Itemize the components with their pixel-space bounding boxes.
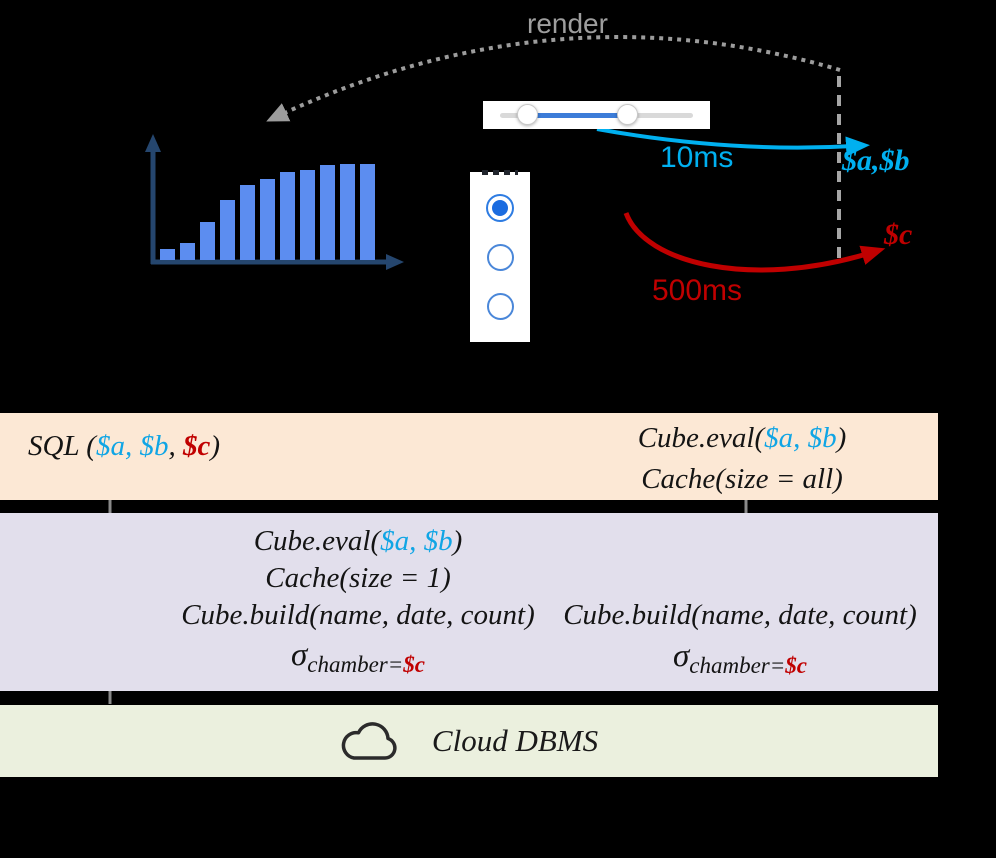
slider-handle-2[interactable] [616,104,638,125]
histogram-bar [260,179,275,260]
eval-params: $a, $b [380,525,453,557]
radio-option-2[interactable] [486,244,514,271]
param-c: $c [785,653,807,678]
param-c: $c [182,430,211,462]
clipped-text-fragment [482,170,518,175]
dbms-label: Cloud DBMS [431,723,599,758]
slider-handle-1[interactable] [516,104,538,125]
cube-eval-call: Cube.eval($a, $b) [637,422,847,454]
sigma-subscript: chamber= [307,652,404,677]
histogram-bar [280,172,295,260]
sql-text: SQL ( [28,430,96,462]
mw-cube-eval-call: Cube.eval($a, $b) [253,525,463,557]
histogram-bar [220,200,235,260]
slow-arrow [623,212,886,273]
slow-latency-label: 500ms [652,274,743,307]
radio-option-3[interactable] [486,293,514,320]
cache-all-call: Cache(size = all) [641,463,843,495]
render-label: render [527,8,608,39]
sigma-subscript: chamber= [689,653,786,678]
cube-build-call-left: Cube.build(name, date, count) [181,599,535,631]
sigma-symbol: σ [673,638,690,674]
eval-params: $a, $b [764,422,837,454]
interface-layer: SQL ($a, $b, $c) Cube.eval($a, $b) Cache… [0,413,938,500]
histogram-bar [320,165,335,260]
histogram-bar [240,185,255,260]
sql-query: SQL ($a, $b, $c) [28,430,221,462]
selection-sigma-left: σchamber=$c [158,637,558,677]
cube-build-call-right: Cube.build(name, date, count) [563,599,917,631]
fast-latency-label: 10ms [660,141,734,174]
param-c: $c [403,652,425,677]
selection-sigma-right: σchamber=$c [540,638,940,678]
param-b: $b [139,430,169,462]
fast-params-label: $a,$b [842,144,910,177]
range-slider[interactable] [483,101,710,129]
histogram-bar [180,243,195,260]
histogram-bar [300,170,315,260]
middleware-layer: Cube.eval($a, $b) Cache(size = 1) Cube.b… [0,513,938,691]
param-a: $a, [95,430,133,462]
histogram-bar [160,249,175,260]
radio-selected-dot [492,200,508,216]
radio-option-1[interactable] [486,194,514,222]
slider-selected-range[interactable] [527,113,628,118]
dbms-layer: Cloud DBMS [0,705,938,777]
cloud-icon [341,722,397,760]
histogram-bar [360,164,375,260]
sigma-symbol: σ [291,637,308,673]
cache-one-call: Cache(size = 1) [265,562,451,594]
radio-group [470,170,530,342]
histogram-bar [200,222,215,260]
latency-histogram [160,124,382,260]
histogram-bar [340,164,355,260]
slow-param-label: $c [884,218,913,251]
